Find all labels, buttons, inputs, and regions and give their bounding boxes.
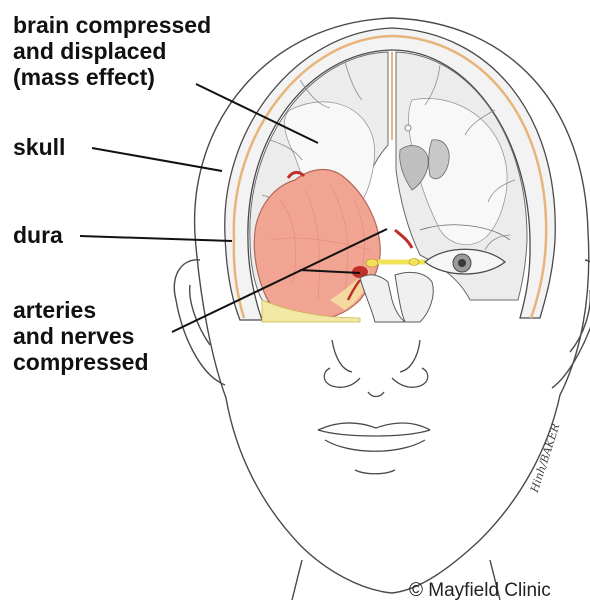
- label-brain-line-2: and displaced: [13, 38, 211, 64]
- copyright-credit: © Mayfield Clinic: [409, 580, 551, 602]
- label-brain-compressed: brain compressed and displaced (mass eff…: [13, 12, 211, 90]
- label-arteries-line-3: compressed: [13, 349, 149, 375]
- label-arteries-line-1: arteries: [13, 297, 149, 323]
- label-brain-line-1: brain compressed: [13, 12, 211, 38]
- label-skull: skull: [13, 134, 65, 160]
- label-brain-line-3: (mass effect): [13, 64, 211, 90]
- label-arteries-line-2: and nerves: [13, 323, 149, 349]
- face: [318, 340, 430, 474]
- label-dura: dura: [13, 222, 63, 248]
- leader-dura: [80, 236, 232, 241]
- leader-skull: [92, 148, 222, 171]
- label-arteries-nerves: arteries and nerves compressed: [13, 297, 149, 375]
